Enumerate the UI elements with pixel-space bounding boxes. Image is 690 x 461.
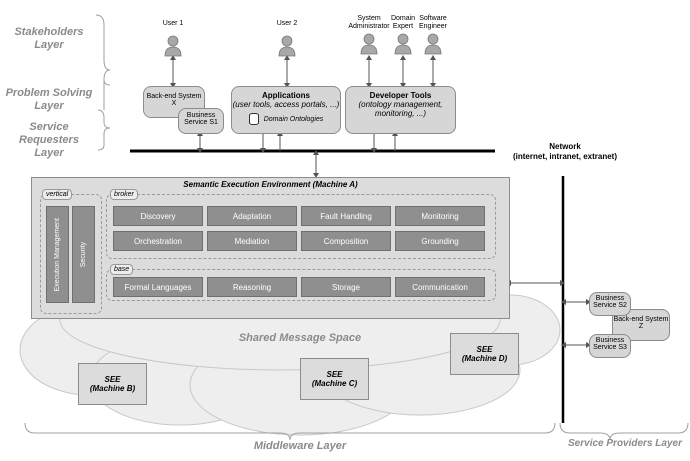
user-1-label: User 1 [162, 20, 184, 27]
middleware-layer-label: Middleware Layer [253, 440, 347, 452]
communication-component: Communication [395, 277, 485, 297]
see-machine-b-sub: (Machine B) [89, 384, 136, 393]
sysadmin-icon [360, 33, 378, 55]
layer-braces [24, 14, 689, 441]
domain-expert-icon [394, 33, 412, 55]
stakeholders-layer-label: Stakeholders Layer [14, 26, 84, 51]
grounding-component: Grounding [395, 231, 485, 251]
business-service-s1-box: Business Service S1 [178, 108, 224, 134]
service-providers-layer-label: Service Providers Layer [568, 438, 682, 449]
see-machine-c: SEE (Machine C) [300, 358, 369, 400]
developer-tools-box: Developer Tools (ontology management, mo… [345, 86, 456, 134]
backend-system-z-label: Back-end System Z [613, 316, 669, 330]
see-machine-b-title: SEE [104, 375, 121, 384]
network-title: Network [549, 142, 581, 151]
see-machine-d-title: SEE [476, 345, 493, 354]
network-subtitle: (internet, intranet, extranet) [512, 152, 617, 161]
developer-tools-subtitle: (ontology management, monitoring, ...) [358, 100, 443, 118]
business-service-s2-label: Business Service S2 [593, 295, 627, 309]
domain-expert-label: Domain Expert [390, 15, 416, 30]
applications-title: Applications [261, 91, 310, 100]
see-title: Semantic Execution Environment (Machine … [183, 180, 358, 189]
service-requesters-layer-label: Service Requesters Layer [19, 121, 79, 159]
user-2-icon [278, 35, 296, 57]
user-2-label: User 2 [276, 20, 298, 27]
base-tag: base [110, 264, 134, 275]
domain-ontologies-row: Domain Ontologies [232, 113, 340, 125]
reasoning-component: Reasoning [207, 277, 297, 297]
problem-solving-layer-label: Problem Solving Layer [5, 87, 93, 112]
fault-handling-component: Fault Handling [301, 206, 391, 226]
business-service-s3-label: Business Service S3 [593, 337, 627, 351]
see-machine-b: SEE (Machine B) [78, 363, 147, 405]
applications-subtitle: (user tools, access portals, ...) [232, 100, 340, 109]
composition-component: Composition [301, 231, 391, 251]
base-group [106, 269, 496, 301]
orchestration-component: Orchestration [113, 231, 203, 251]
mediation-component: Mediation [207, 231, 297, 251]
see-machine-c-title: SEE [326, 370, 343, 379]
security-label: Security [80, 241, 87, 268]
vertical-tag: vertical [42, 189, 73, 200]
execution-management-component: Execution Management [46, 206, 69, 303]
monitoring-component: Monitoring [395, 206, 485, 226]
developer-tools-title: Developer Tools [369, 91, 432, 100]
applications-box: Applications (user tools, access portals… [231, 86, 341, 134]
storage-component: Storage [301, 277, 391, 297]
business-service-s1-label: Business Service S1 [184, 112, 218, 126]
see-machine-d: SEE (Machine D) [450, 333, 519, 375]
discovery-component: Discovery [113, 206, 203, 226]
see-machine-a: Semantic Execution Environment (Machine … [31, 177, 510, 319]
user-icons [164, 33, 442, 57]
broker-tag: broker [110, 189, 138, 200]
see-machine-d-sub: (Machine D) [461, 354, 508, 363]
formal-languages-component: Formal Languages [113, 277, 203, 297]
software-engineer-label: Software Engineer [418, 15, 448, 30]
business-service-s3-box: Business Service S3 [589, 334, 631, 358]
sysadmin-label: System Administrator [348, 15, 390, 30]
arrow-heads [170, 55, 591, 348]
security-component: Security [72, 206, 95, 303]
backend-system-x-label: Back-end System X [146, 93, 202, 107]
shared-message-space-label: Shared Message Space [238, 332, 362, 344]
execution-management-label: Execution Management [54, 217, 61, 292]
network-label: Network (internet, intranet, extranet) [505, 142, 625, 162]
broker-group [106, 194, 496, 259]
business-service-s2-box: Business Service S2 [589, 292, 631, 316]
domain-ontologies-label: Domain Ontologies [263, 115, 324, 123]
adaptation-component: Adaptation [207, 206, 297, 226]
database-icon [248, 113, 259, 125]
software-engineer-icon [424, 33, 442, 55]
user-1-icon [164, 35, 182, 57]
see-machine-c-sub: (Machine C) [311, 379, 358, 388]
